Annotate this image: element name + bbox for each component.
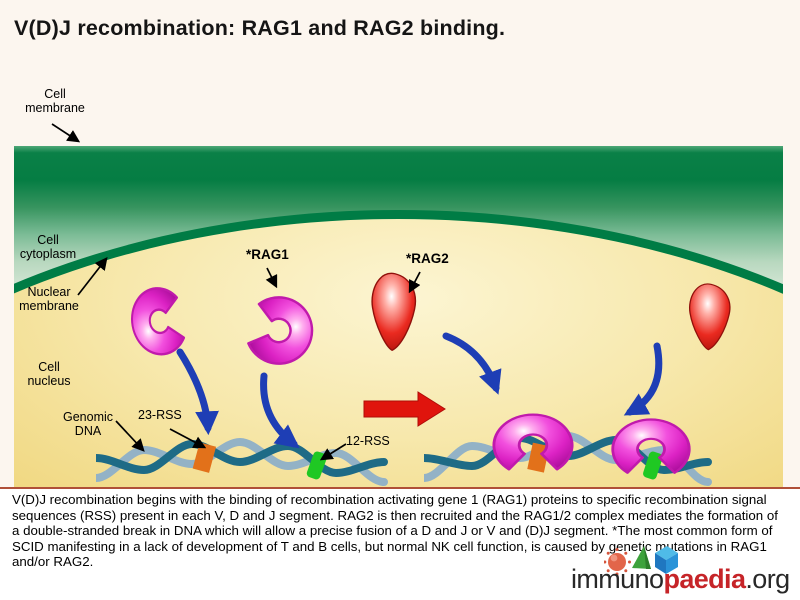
cell-membrane-pointer (51, 123, 81, 143)
rag1-protein-free-1 (131, 287, 186, 356)
rag1-protein-free-2 (247, 296, 314, 365)
nuclear-membrane-label: Nuclear membrane (19, 285, 79, 313)
cell-diagram: Cell cytoplasm Nuclear membrane Cell nuc… (14, 146, 783, 487)
rag1-protein-bound-1 (492, 413, 574, 471)
rag1-protein-bound-2 (611, 418, 691, 474)
genomic-dna-label: Genomic DNA (62, 410, 114, 438)
immunopaedia-logo-icon (604, 546, 678, 576)
rag2-protein-free-2 (688, 283, 731, 351)
rss-23-segment (192, 442, 217, 473)
caption-divider (0, 487, 800, 489)
rag2-label: *RAG2 (406, 251, 449, 266)
rag2-protein-free-1 (371, 272, 417, 352)
rss-12-label: 12-RSS (346, 434, 390, 448)
cell-nucleus-label: Cell nucleus (27, 360, 71, 388)
rss-23-label: 23-RSS (138, 408, 182, 422)
green-triangle-icon (632, 546, 651, 569)
page-title: V(D)J recombination: RAG1 and RAG2 bindi… (14, 16, 506, 40)
immunopaedia-logo-text: immunopaedia.org (571, 564, 790, 594)
cell-cytoplasm-label: Cell cytoplasm (19, 233, 77, 261)
blue-cube-icon (655, 546, 678, 574)
rss-12-segment-bound (643, 451, 663, 480)
cell-membrane-label: Cell membrane (25, 87, 85, 115)
rag1-label: *RAG1 (246, 247, 289, 262)
sun-icon (604, 548, 631, 576)
